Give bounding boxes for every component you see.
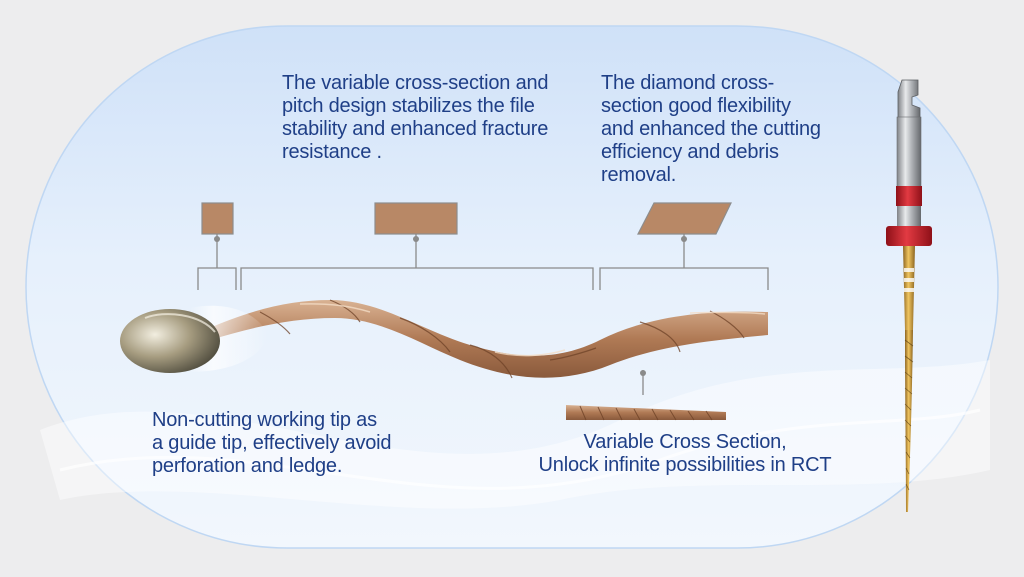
endodontic-file	[886, 79, 932, 512]
cross-section-tip-shape	[201, 202, 234, 235]
twisted-file-magnified	[205, 299, 768, 379]
small-file-icon	[566, 405, 726, 421]
annotation-variable-cross: Variable Cross Section, Unlock infinite …	[538, 431, 832, 476]
panel-wave-2	[59, 408, 981, 490]
panel-wave	[40, 360, 990, 509]
cross-section-rectangle-shape	[374, 202, 458, 235]
panel-background	[25, 25, 999, 549]
file-tip-illustration	[120, 305, 268, 373]
annotation-diamond-section: The diamond cross- section good flexibil…	[601, 72, 821, 186]
connector-dots	[214, 236, 687, 376]
annotation-tip: Non-cutting working tip as a guide tip, …	[152, 409, 392, 477]
cross-section-diamond-shape	[637, 202, 732, 235]
annotation-variable-section: The variable cross-section and pitch des…	[282, 72, 549, 163]
